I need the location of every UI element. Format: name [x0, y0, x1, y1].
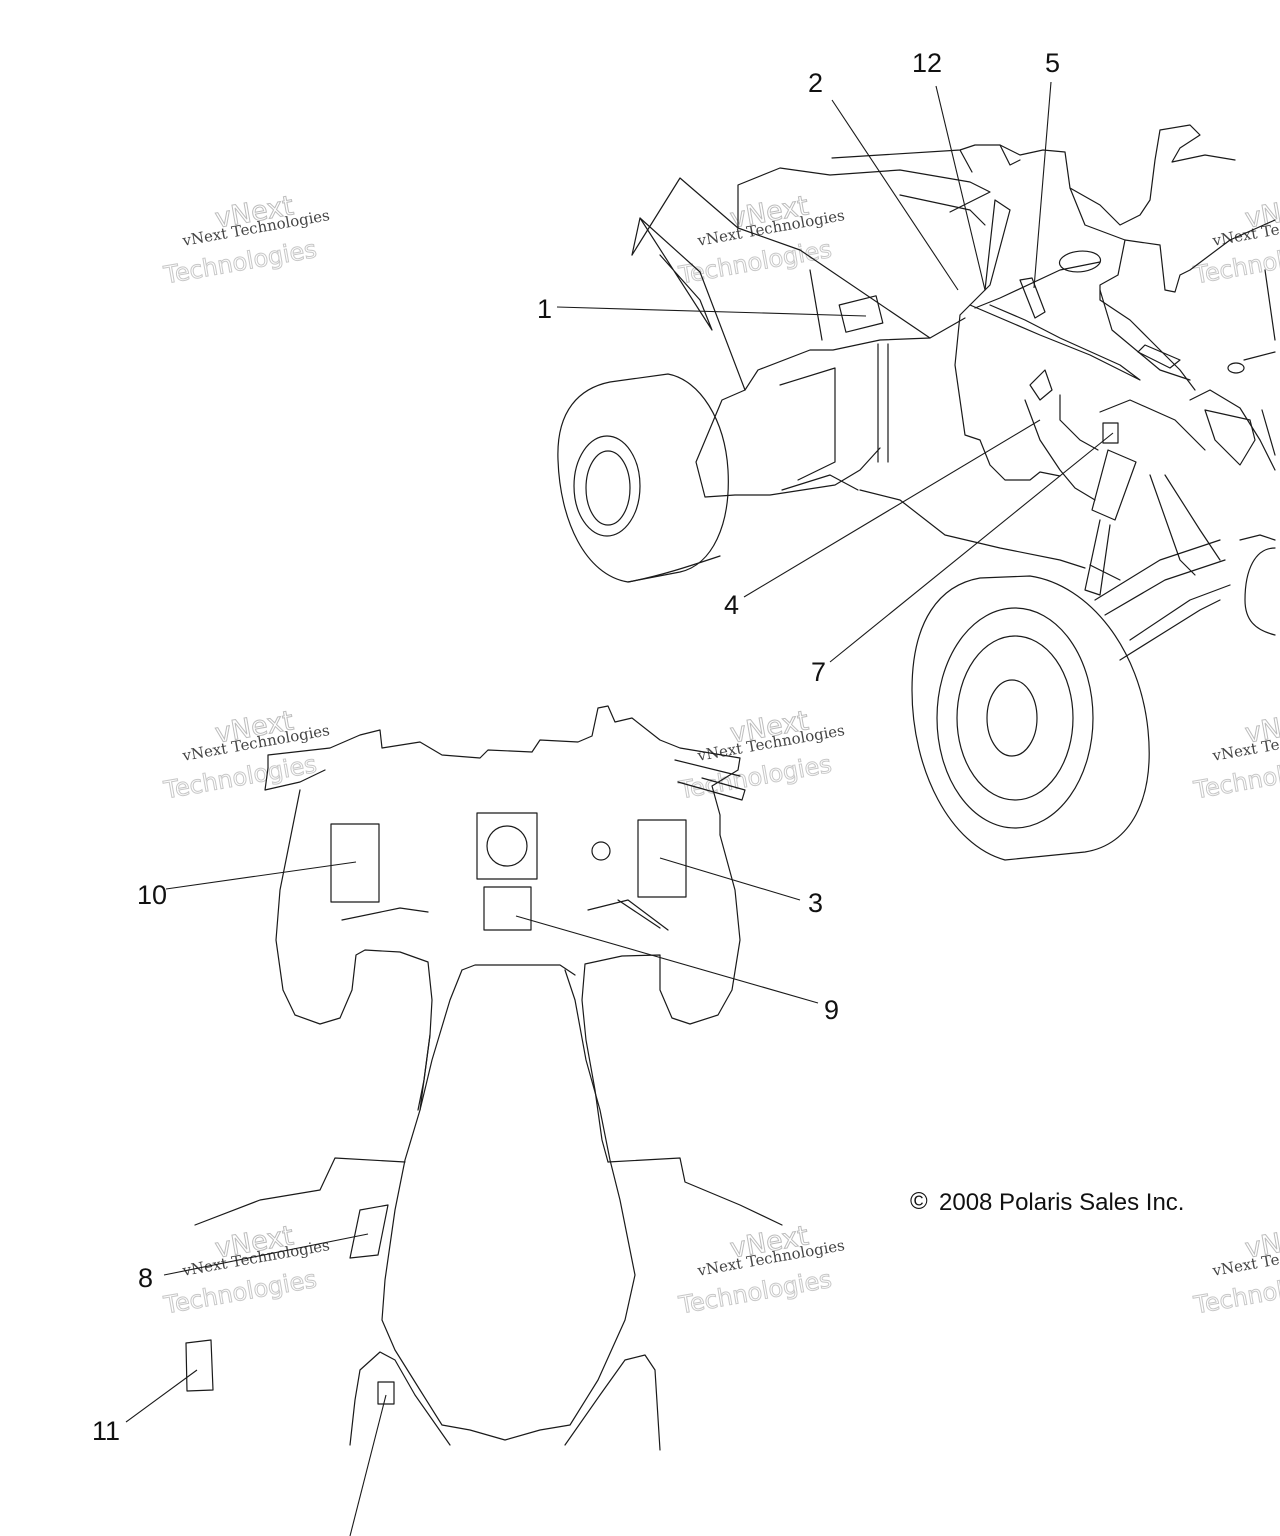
callout-labels: 1 2 3 4 5 7 8 9 10 11 12 — [92, 48, 1060, 1446]
rear-fender-outline — [194, 1157, 783, 1451]
decal-6 — [377, 1381, 395, 1405]
atv-perspective-view — [557, 124, 1276, 861]
front-wheel — [911, 575, 1150, 861]
callout-3: 3 — [808, 888, 823, 918]
leader-8 — [163, 1233, 369, 1276]
callout-9: 9 — [824, 995, 839, 1025]
leader-9 — [515, 915, 819, 1004]
rear-wheel — [557, 373, 729, 583]
watermark: vNext vNext Technologies Technologies — [676, 1220, 846, 1320]
watermark: vNext vNext Technologies Technologies — [1191, 705, 1280, 805]
leader-2 — [831, 99, 959, 291]
watermark: vNext vNext Technologies Technologies — [161, 190, 331, 290]
decal-9 — [483, 886, 532, 931]
watermark: vNext vNext Technologies Technologies — [161, 705, 331, 805]
decal-3 — [637, 819, 687, 898]
lower-frame — [859, 489, 1231, 661]
callout-10: 10 — [137, 880, 167, 910]
leader-10 — [165, 861, 357, 890]
atv-body — [831, 124, 1276, 576]
copyright-notice: © 2008 Polaris Sales Inc. — [910, 1188, 1184, 1216]
copyright-text: 2008 Polaris Sales Inc. — [939, 1189, 1184, 1216]
leader-1 — [556, 306, 867, 317]
callout-12: 12 — [912, 48, 942, 78]
watermark: vNext vNext Technologies Technologies — [1191, 1220, 1280, 1320]
callout-1: 1 — [537, 294, 552, 324]
decal-10 — [330, 823, 380, 903]
leader-lines — [125, 81, 1114, 1536]
ignition-switch — [591, 841, 611, 861]
gauge-dial — [486, 825, 528, 867]
front-shock — [1084, 449, 1137, 596]
callout-4: 4 — [724, 590, 739, 620]
decal-11 — [185, 1339, 214, 1392]
watermark: vNext vNext Technologies Technologies — [676, 190, 846, 290]
callout-8: 8 — [138, 1263, 153, 1293]
leader-12 — [935, 85, 986, 291]
watermark: vNext vNext Technologies Technologies — [676, 705, 846, 805]
callout-7: 7 — [811, 657, 826, 687]
watermark: vNext vNext Technologies Technologies — [161, 1220, 331, 1320]
watermark-group: vNext vNext Technologies Technologies vN… — [161, 190, 1280, 1320]
decal-8 — [349, 1204, 389, 1259]
callout-11: 11 — [92, 1416, 120, 1446]
callout-2: 2 — [808, 68, 823, 98]
copyright-symbol: © — [910, 1188, 928, 1215]
leader-5 — [1033, 81, 1052, 289]
leader-7 — [829, 432, 1114, 663]
leader-11 — [125, 1369, 198, 1423]
callout-5: 5 — [1045, 48, 1060, 78]
leader-4 — [743, 419, 1041, 598]
leader-3 — [659, 857, 801, 901]
atv-top-view — [185, 705, 783, 1451]
gauge-housing — [476, 812, 538, 880]
decal-1 — [838, 295, 884, 333]
decal-7 — [1102, 422, 1119, 444]
front-right-wheel — [1239, 534, 1276, 636]
leader-6 — [349, 1394, 387, 1536]
rear-fender — [631, 167, 991, 498]
seat-tank-outline — [381, 969, 636, 1441]
front-fender-outline — [264, 705, 746, 1163]
